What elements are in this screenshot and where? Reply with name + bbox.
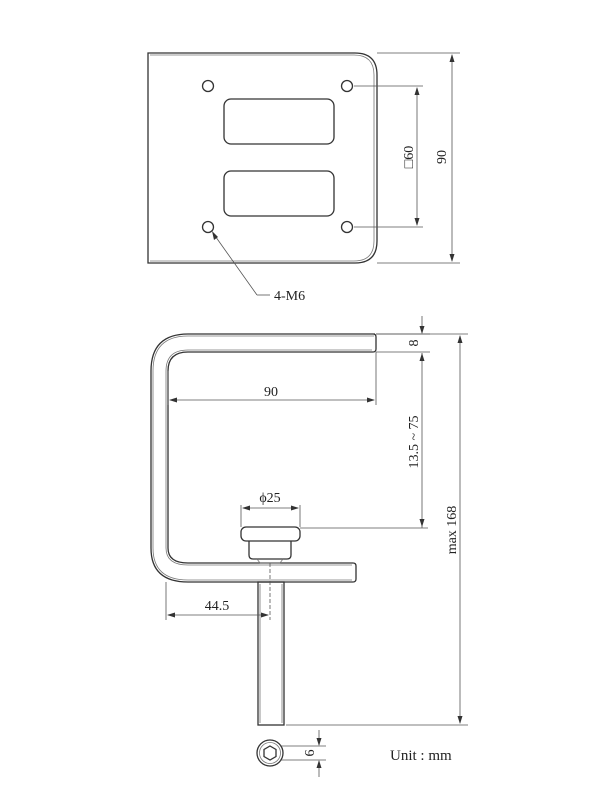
mount-hole	[201, 79, 215, 93]
thickness-label: 8	[407, 340, 422, 347]
screw-shaft	[257, 581, 285, 726]
slot	[223, 170, 335, 217]
jaw-width-label: 90	[264, 385, 278, 400]
screw-offset-label: 44.5	[205, 599, 230, 614]
mount-hole	[340, 79, 354, 93]
hole-spacing-label: □60	[402, 146, 417, 168]
hole-spec-label: 4-M6	[274, 289, 305, 304]
mount-hole	[201, 220, 215, 234]
mount-hole	[340, 220, 354, 234]
max-height-label: max 168	[445, 506, 460, 555]
top-view-plate	[147, 52, 378, 264]
side-view-clamp	[150, 333, 377, 767]
clamp-range-label: 13.5 ~ 75	[407, 415, 422, 468]
screw-head-label: 6	[303, 750, 318, 757]
clamp-pad	[240, 526, 301, 542]
pad-diameter-label: ϕ25	[259, 491, 280, 506]
top-view-dimensions	[212, 52, 460, 296]
plate-height-label: 90	[435, 150, 450, 164]
slot	[223, 98, 335, 145]
unit-label: Unit : mm	[390, 748, 452, 764]
side-view-dimensions	[165, 316, 468, 777]
screw-head-end	[256, 739, 284, 767]
hex-socket-icon	[263, 745, 277, 761]
